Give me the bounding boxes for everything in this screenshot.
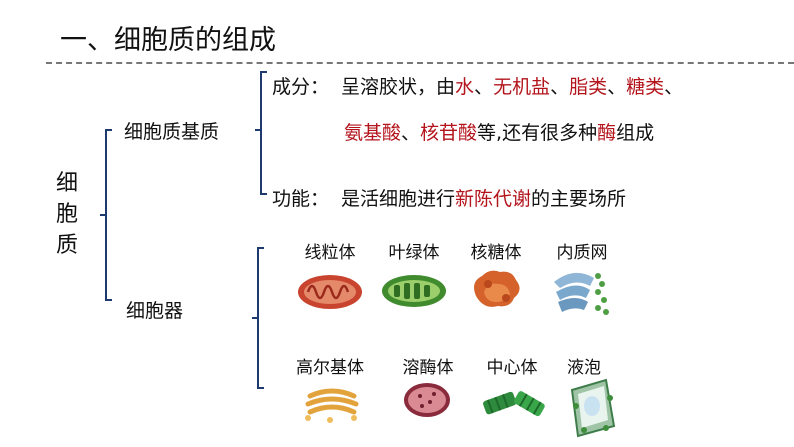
golgi-apparatus-icon bbox=[305, 388, 359, 423]
component-amino-acid: 氨基酸 bbox=[344, 122, 402, 144]
component-lipid: 脂类 bbox=[569, 76, 608, 98]
mitochondrion-icon bbox=[298, 275, 362, 309]
separator: 、 bbox=[474, 76, 494, 98]
component-salt: 无机盐 bbox=[493, 76, 551, 98]
organelle-label-chloroplast: 叶绿体 bbox=[388, 243, 440, 263]
composition-middle: 等,还有很多种 bbox=[477, 122, 598, 144]
component-enzyme: 酶 bbox=[597, 122, 617, 144]
composition-intro: 呈溶胶状，由 bbox=[341, 76, 456, 98]
slide-title: 一、细胞质的组成 bbox=[60, 25, 276, 56]
ribosome-icon bbox=[474, 270, 520, 307]
title-divider bbox=[46, 62, 794, 64]
composition-line-2: 氨基酸、核苷酸等,还有很多种酶组成 bbox=[344, 118, 654, 145]
root-char-1: 细 bbox=[56, 171, 79, 196]
function-end: 的主要场所 bbox=[531, 188, 627, 210]
matrix-label: 细胞质基质 bbox=[124, 121, 220, 143]
component-water: 水 bbox=[455, 76, 475, 98]
organelle-label-mitochondrion: 线粒体 bbox=[304, 243, 356, 263]
function-metabolism: 新陈代谢 bbox=[455, 188, 532, 210]
composition-label: 成分： bbox=[272, 76, 330, 98]
centrosome-icon bbox=[483, 391, 545, 417]
root-char-3: 质 bbox=[56, 233, 79, 258]
function-label: 功能： bbox=[272, 188, 330, 210]
root-char-2: 胞 bbox=[56, 202, 79, 227]
organelle-label-vacuole: 液泡 bbox=[567, 358, 601, 378]
organelles-label: 细胞器 bbox=[126, 300, 184, 322]
function-line: 功能： 是活细胞进行新陈代谢的主要场所 bbox=[272, 184, 626, 211]
separator: 、 bbox=[607, 76, 627, 98]
separator: 、 bbox=[401, 122, 421, 144]
organelle-label-ribosome: 核糖体 bbox=[470, 243, 522, 263]
function-intro: 是活细胞进行 bbox=[341, 188, 456, 210]
chloroplast-icon bbox=[382, 275, 446, 307]
organelle-label-centrosome: 中心体 bbox=[486, 358, 538, 378]
composition-end: 组成 bbox=[616, 122, 655, 144]
organelle-label-golgi: 高尔基体 bbox=[296, 358, 364, 378]
endoplasmic-reticulum-icon bbox=[554, 272, 609, 315]
separator: 、 bbox=[664, 76, 684, 98]
composition-line-1: 成分：呈溶胶状，由水、无机盐、脂类、糖类、 bbox=[272, 72, 683, 99]
organelle-label-er: 内质网 bbox=[556, 243, 608, 263]
separator: 、 bbox=[550, 76, 570, 98]
component-sugar: 糖类 bbox=[626, 76, 665, 98]
organelle-label-lysosome: 溶酶体 bbox=[402, 358, 454, 378]
component-nucleotide: 核苷酸 bbox=[420, 122, 478, 144]
vacuole-icon bbox=[570, 378, 616, 438]
lysosome-icon bbox=[404, 383, 450, 417]
